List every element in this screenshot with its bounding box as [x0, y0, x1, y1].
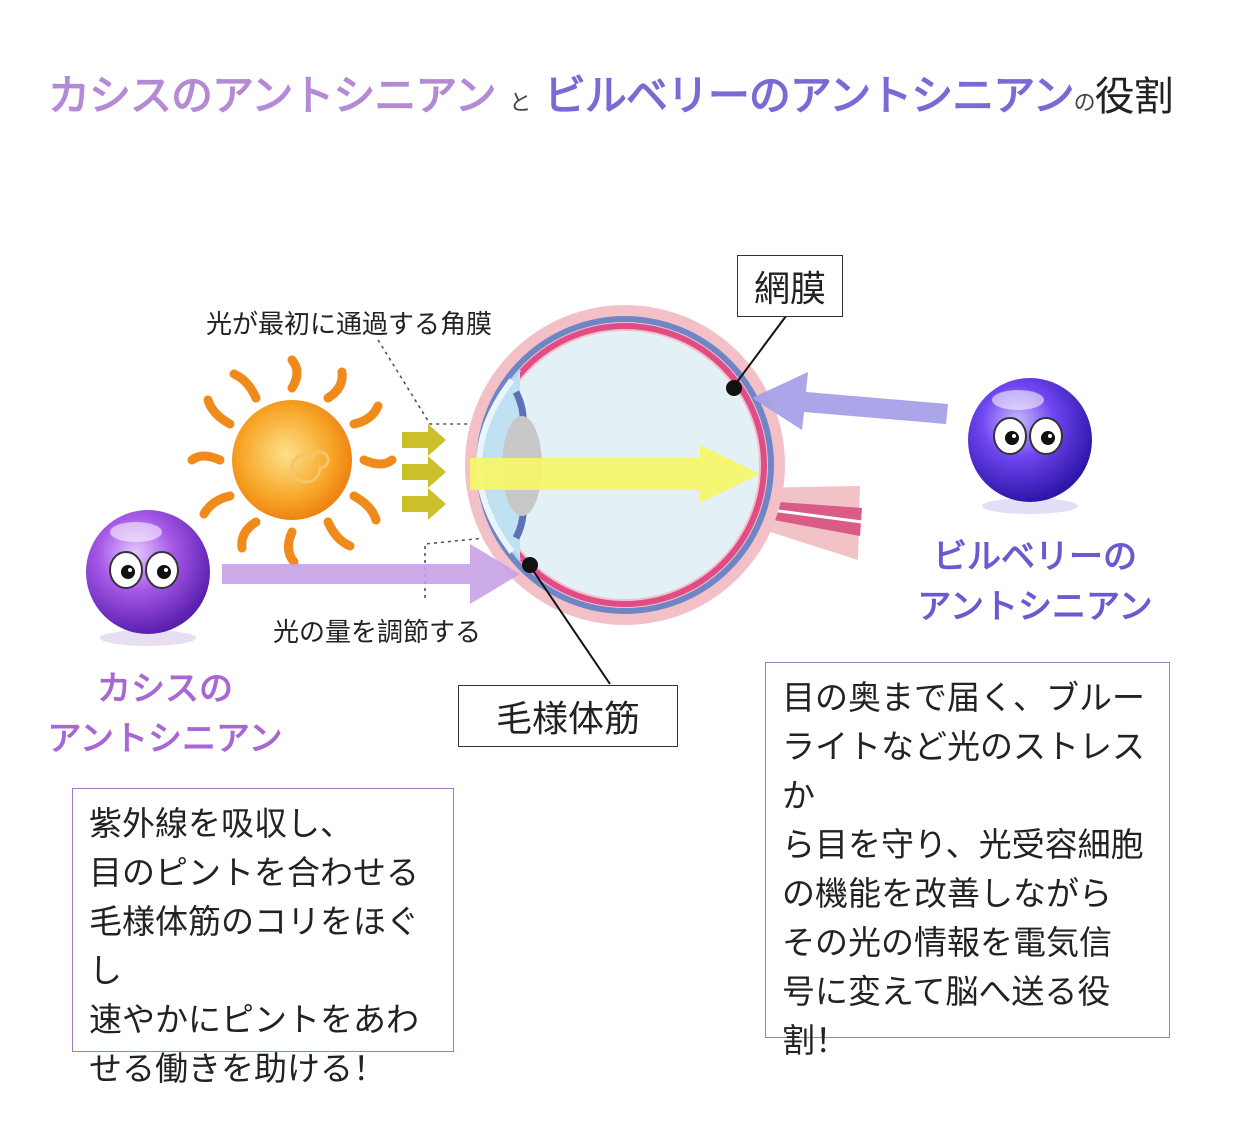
bilberry-description-box: 目の奥まで届く、ブルー ライトなど光のストレスか ら目を守り、光受容細胞 の機能…	[765, 662, 1170, 1060]
title-role: 役割	[1094, 74, 1174, 120]
cassis-name-line1: カシスの	[97, 669, 233, 709]
bilberry-name-line1: ビルベリーの	[933, 537, 1137, 577]
cassis-name-line2: アントシニアン	[47, 719, 283, 759]
bilberry-name-line2: アントシニアン	[917, 587, 1153, 627]
title-no: の	[1073, 91, 1096, 116]
sunlight-arrows	[402, 424, 446, 520]
page-title: カシスのアントシニアン と ビルベリーのアントシニアンの役割	[48, 62, 1174, 123]
sun-icon	[187, 355, 397, 567]
cornea-leader-lines	[377, 339, 506, 598]
cassis-name: カシスの アントシニアン	[40, 664, 290, 764]
cassis-character-icon	[86, 510, 210, 646]
ciliary-muscle-label: 毛様体筋	[458, 685, 678, 747]
light-beam-arrow	[470, 445, 760, 503]
title-and: と	[509, 91, 531, 116]
bilberry-name: ビルベリーの アントシニアン	[900, 532, 1170, 632]
retina-label: 網膜	[737, 255, 844, 317]
ciliary-pointer-dot	[522, 557, 538, 573]
cornea-label: 光が最初に通過する角膜	[206, 310, 493, 340]
retina-pointer-line	[733, 307, 793, 387]
bilberry-arrow	[752, 372, 948, 430]
retina-pointer-dot	[726, 380, 742, 396]
cassis-description-box: 紫外線を吸収し、 目のピントを合わせる 毛様体筋のコリをほぐし 速やかにピントを…	[72, 788, 454, 1088]
title-bilberry: ビルベリーのアントシニアン	[543, 71, 1075, 120]
bilberry-character-icon	[968, 378, 1092, 514]
light-amount-label: 光の量を調節する	[273, 618, 482, 648]
cassis-arrow	[222, 544, 520, 604]
title-cassis: カシスのアントシニアン	[48, 71, 497, 120]
ciliary-pointer-line	[529, 565, 611, 685]
